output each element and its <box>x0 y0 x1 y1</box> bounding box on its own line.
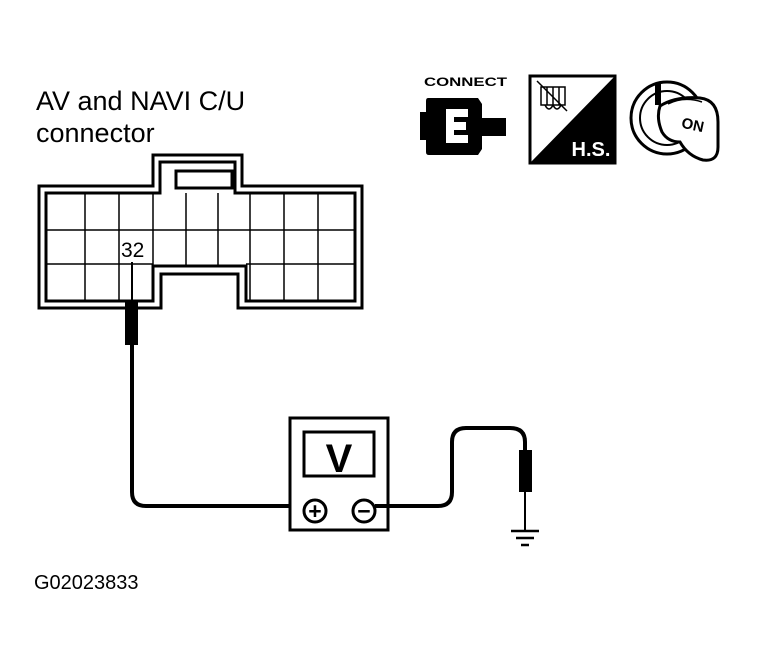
svg-text:−: − <box>357 498 370 524</box>
voltmeter-negative-terminal: − <box>351 498 377 524</box>
svg-text:H.S.: H.S. <box>572 139 611 161</box>
voltmeter: V + − <box>288 416 390 532</box>
connector-title-line2: connector <box>36 118 155 148</box>
positive-probe <box>125 262 138 345</box>
svg-text:ON: ON <box>680 115 706 136</box>
connect-icon: CONNECT <box>420 75 508 155</box>
negative-lead-wire <box>375 426 527 508</box>
harness-side-icon: H.S. <box>528 74 617 165</box>
ignition-on-icon: ON <box>629 80 720 162</box>
negative-probe <box>519 450 532 492</box>
connector-cavity-grid <box>46 193 355 301</box>
voltmeter-positive-terminal: + <box>302 498 328 524</box>
svg-text:+: + <box>308 498 321 524</box>
ground-icon <box>511 529 539 547</box>
positive-lead-wire <box>130 345 304 508</box>
terminal-number: 32 <box>121 239 144 262</box>
svg-text:CONNECT: CONNECT <box>424 75 508 89</box>
connector-body <box>37 153 364 310</box>
voltmeter-display <box>302 430 376 478</box>
connector-title-line1: AV and NAVI C/U <box>36 86 245 116</box>
connector-latch <box>174 169 234 190</box>
figure-code: G02023833 <box>34 572 139 594</box>
voltmeter-unit-label: V <box>326 437 353 481</box>
